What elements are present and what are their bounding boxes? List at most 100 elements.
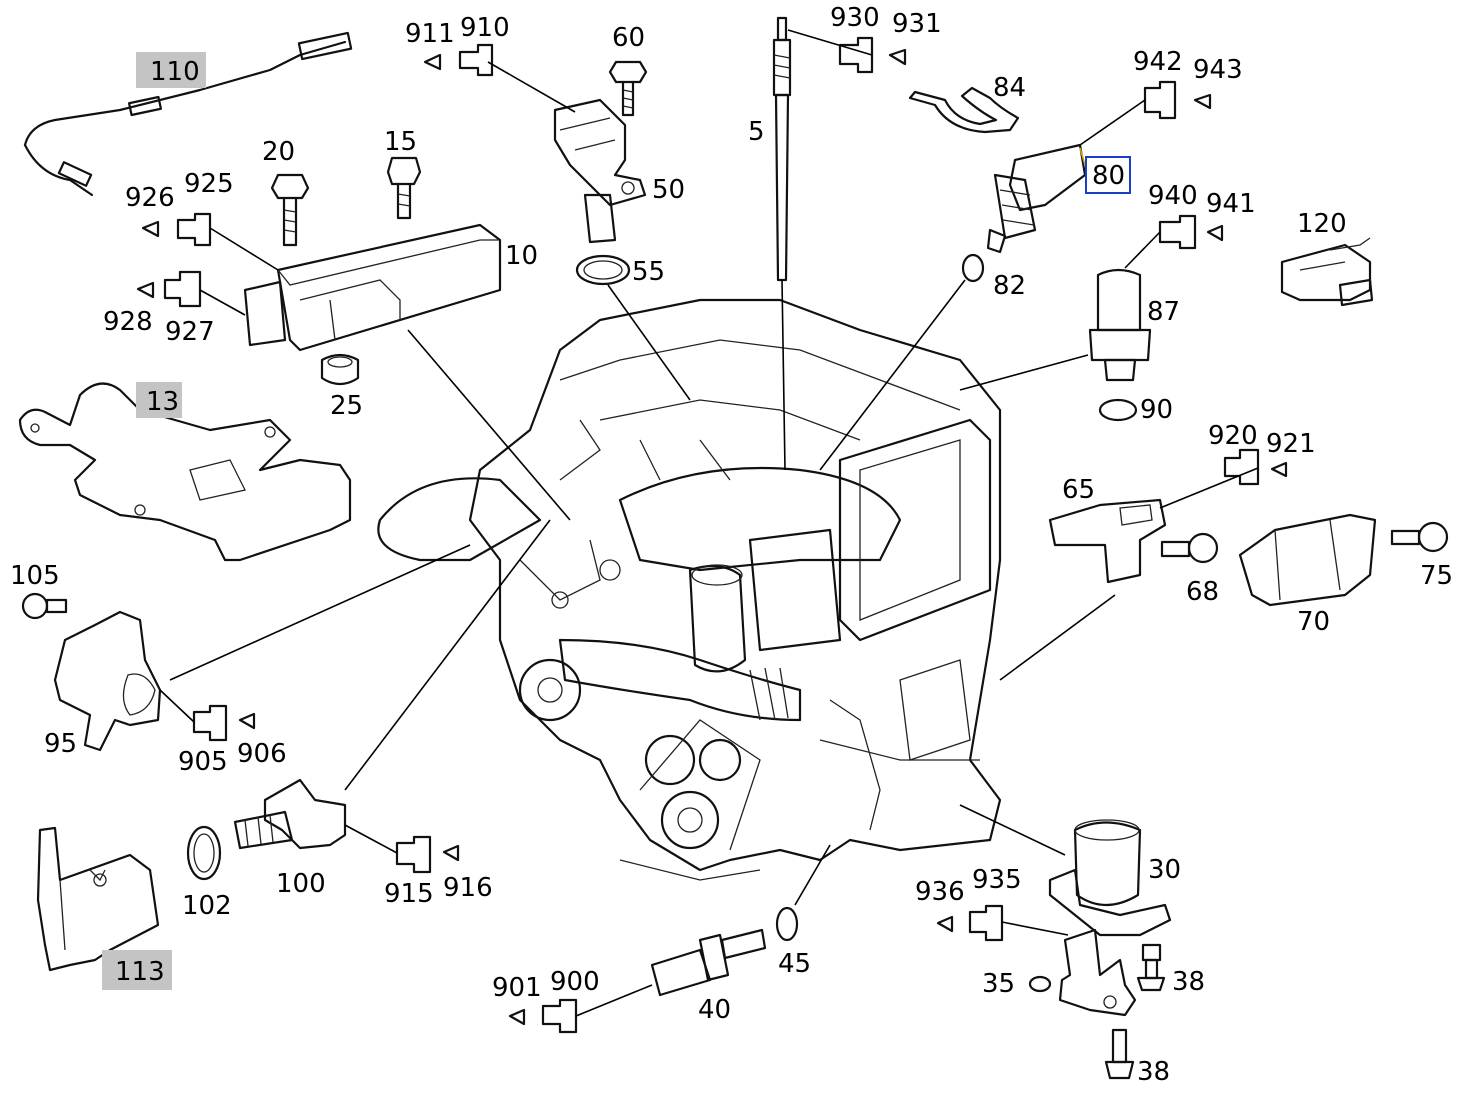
connector-915[interactable] bbox=[395, 835, 460, 874]
label-65[interactable]: 65 bbox=[1062, 475, 1095, 505]
connector-940[interactable] bbox=[1158, 214, 1224, 250]
part-5-glow-plug[interactable] bbox=[772, 16, 792, 282]
part-100-sensor[interactable] bbox=[233, 778, 347, 850]
part-13-bracket[interactable] bbox=[18, 382, 352, 562]
label-911[interactable]: 911 bbox=[405, 19, 455, 49]
label-900[interactable]: 900 bbox=[550, 967, 600, 997]
label-113[interactable]: 113 bbox=[115, 957, 165, 987]
label-60[interactable]: 60 bbox=[612, 23, 645, 53]
label-82[interactable]: 82 bbox=[993, 271, 1026, 301]
label-75[interactable]: 75 bbox=[1420, 561, 1453, 591]
connector-925[interactable] bbox=[141, 212, 212, 247]
label-928[interactable]: 928 bbox=[103, 307, 153, 337]
label-5[interactable]: 5 bbox=[748, 117, 765, 147]
part-120-pressure-converter[interactable] bbox=[1280, 237, 1374, 307]
label-95[interactable]: 95 bbox=[44, 729, 77, 759]
part-labels: 110 911 910 60 930 931 84 942 943 5 80 2… bbox=[10, 3, 1453, 1087]
label-70[interactable]: 70 bbox=[1297, 607, 1330, 637]
part-38-bolt-upper[interactable] bbox=[1136, 943, 1166, 992]
label-90[interactable]: 90 bbox=[1140, 395, 1173, 425]
label-50[interactable]: 50 bbox=[652, 175, 685, 205]
label-935[interactable]: 935 bbox=[972, 865, 1022, 895]
part-87-pressure-sensor[interactable] bbox=[1088, 268, 1152, 382]
connector-920[interactable] bbox=[1223, 448, 1288, 486]
part-30-lower-bracket[interactable] bbox=[1058, 928, 1137, 1017]
part-110-exhaust-temp-sensor[interactable] bbox=[23, 31, 353, 197]
label-936[interactable]: 936 bbox=[915, 877, 965, 907]
label-13[interactable]: 13 bbox=[146, 387, 179, 417]
part-75-bolt[interactable] bbox=[1390, 521, 1449, 553]
part-80-sensor[interactable] bbox=[986, 143, 1087, 254]
label-84[interactable]: 84 bbox=[993, 73, 1026, 103]
label-931[interactable]: 931 bbox=[892, 9, 942, 39]
label-38-upper[interactable]: 38 bbox=[1172, 967, 1205, 997]
part-95-sensor[interactable] bbox=[53, 610, 162, 752]
label-68[interactable]: 68 bbox=[1186, 577, 1219, 607]
label-80[interactable]: 80 bbox=[1092, 161, 1125, 191]
part-55-seal-ring[interactable] bbox=[575, 254, 631, 286]
label-910[interactable]: 910 bbox=[460, 13, 510, 43]
connector-935[interactable] bbox=[936, 904, 1004, 942]
label-38-lower[interactable]: 38 bbox=[1137, 1057, 1170, 1087]
label-100[interactable]: 100 bbox=[276, 869, 326, 899]
connector-905[interactable] bbox=[192, 704, 256, 742]
label-87[interactable]: 87 bbox=[1147, 297, 1180, 327]
label-35[interactable]: 35 bbox=[982, 969, 1015, 999]
label-102[interactable]: 102 bbox=[182, 891, 232, 921]
label-925[interactable]: 925 bbox=[184, 169, 234, 199]
label-930[interactable]: 930 bbox=[830, 3, 880, 33]
part-84-clip[interactable] bbox=[908, 86, 1020, 134]
label-906[interactable]: 906 bbox=[237, 739, 287, 769]
part-20-bolt[interactable] bbox=[270, 173, 310, 247]
part-15-bolt[interactable] bbox=[386, 156, 422, 220]
label-20[interactable]: 20 bbox=[262, 137, 295, 167]
part-105-screw[interactable] bbox=[21, 592, 68, 620]
label-921[interactable]: 921 bbox=[1266, 429, 1316, 459]
part-38-bolt-lower[interactable] bbox=[1104, 1028, 1135, 1080]
part-30-sensor[interactable] bbox=[1048, 819, 1172, 937]
label-915[interactable]: 915 bbox=[384, 879, 434, 909]
engine-assembly bbox=[377, 298, 1002, 881]
part-82-seal[interactable] bbox=[961, 253, 985, 283]
label-927[interactable]: 927 bbox=[165, 317, 215, 347]
part-90-seal[interactable] bbox=[1098, 398, 1138, 422]
label-30[interactable]: 30 bbox=[1148, 855, 1181, 885]
label-916[interactable]: 916 bbox=[443, 873, 493, 903]
label-942[interactable]: 942 bbox=[1133, 47, 1183, 77]
label-105[interactable]: 105 bbox=[10, 561, 60, 591]
label-10[interactable]: 10 bbox=[505, 241, 538, 271]
part-45-ring[interactable] bbox=[775, 906, 799, 942]
label-940[interactable]: 940 bbox=[1148, 181, 1198, 211]
label-15[interactable]: 15 bbox=[384, 127, 417, 157]
connector-930[interactable] bbox=[838, 36, 907, 74]
connector-942[interactable] bbox=[1143, 80, 1212, 120]
label-40[interactable]: 40 bbox=[698, 995, 731, 1025]
label-926[interactable]: 926 bbox=[125, 183, 175, 213]
part-113-bracket[interactable] bbox=[36, 826, 160, 972]
label-25[interactable]: 25 bbox=[330, 391, 363, 421]
part-102-ring[interactable] bbox=[186, 825, 222, 881]
part-25-nut[interactable] bbox=[320, 353, 360, 386]
connector-910[interactable] bbox=[423, 43, 494, 77]
label-941[interactable]: 941 bbox=[1206, 189, 1256, 219]
label-110[interactable]: 110 bbox=[150, 57, 200, 87]
label-901[interactable]: 901 bbox=[492, 973, 542, 1003]
part-10-control-unit[interactable] bbox=[243, 223, 502, 352]
label-920[interactable]: 920 bbox=[1208, 421, 1258, 451]
part-60-bolt[interactable] bbox=[608, 60, 648, 117]
part-40-sensor[interactable] bbox=[650, 928, 767, 997]
label-905[interactable]: 905 bbox=[178, 747, 228, 777]
part-35-washer[interactable] bbox=[1028, 975, 1052, 993]
connector-900[interactable] bbox=[508, 998, 578, 1034]
part-70-cover[interactable] bbox=[1238, 513, 1377, 607]
label-55[interactable]: 55 bbox=[632, 257, 665, 287]
part-50-camshaft-sensor[interactable] bbox=[553, 98, 647, 244]
label-943[interactable]: 943 bbox=[1193, 55, 1243, 85]
label-120[interactable]: 120 bbox=[1297, 209, 1347, 239]
label-45[interactable]: 45 bbox=[778, 949, 811, 979]
connector-927[interactable] bbox=[136, 270, 202, 308]
part-65-sensor[interactable] bbox=[1048, 498, 1167, 584]
part-68-bolt[interactable] bbox=[1160, 532, 1219, 564]
